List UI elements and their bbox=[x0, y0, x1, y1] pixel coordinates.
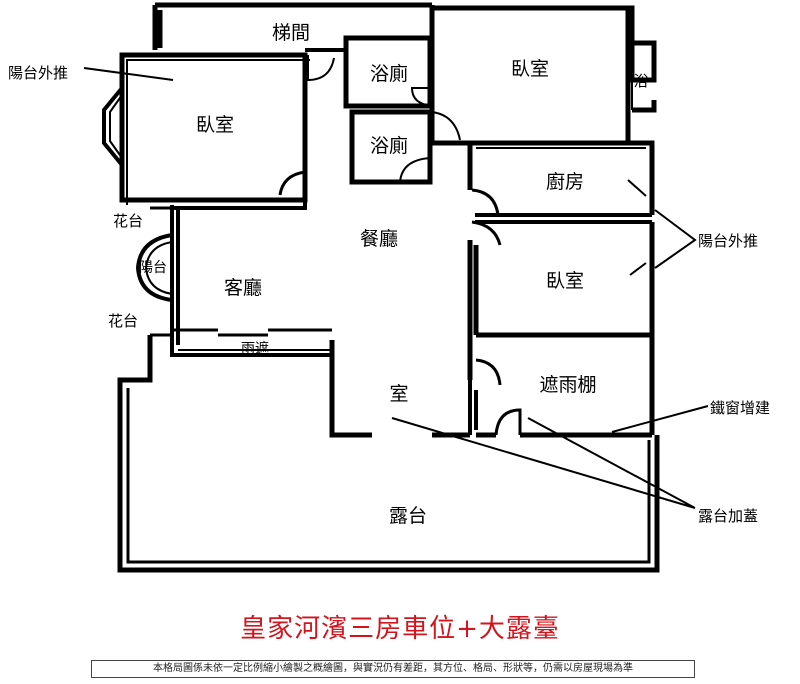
door-bath-upper bbox=[410, 87, 433, 107]
wall-room-middle bbox=[329, 340, 652, 438]
planter-bottom bbox=[150, 300, 174, 337]
label-kitchen: 廚房 bbox=[546, 170, 584, 193]
annot-iron-window: 鐵窗增建 bbox=[710, 399, 770, 417]
wall-kitchen-bottom bbox=[475, 213, 652, 224]
door-awning bbox=[494, 408, 522, 436]
door-stair bbox=[307, 55, 335, 82]
label-bedroom-right: 臥室 bbox=[546, 270, 584, 292]
annot-balcony-push-left: 陽台外推 bbox=[8, 64, 68, 82]
label-terrace: 露台 bbox=[389, 505, 427, 527]
leader-iron-window bbox=[611, 405, 709, 433]
floor-plan: 梯間 浴廁 浴廁 臥室 臥室 浴 廚房 餐廳 客廳 臥室 陽台 雨遮 室 遮雨棚… bbox=[8, 2, 770, 573]
door-middle-room bbox=[475, 358, 502, 386]
leader-balcony-right bbox=[654, 209, 697, 269]
label-bath-partial: 浴 bbox=[633, 72, 648, 90]
wall-kitchen bbox=[467, 140, 655, 215]
label-awning: 遮雨棚 bbox=[539, 374, 596, 396]
label-balcony-small: 陽台 bbox=[139, 260, 167, 276]
annot-planter-bottom: 花台 bbox=[108, 312, 138, 330]
wall-bedroom-right bbox=[467, 222, 655, 380]
leader-terrace-cover bbox=[391, 417, 696, 509]
label-rain-cover: 雨遮 bbox=[241, 341, 269, 357]
planter-top bbox=[150, 206, 174, 232]
label-stairwell: 梯間 bbox=[272, 22, 310, 44]
door-bath-lower bbox=[399, 157, 431, 183]
label-bath-upper: 浴廁 bbox=[370, 62, 408, 85]
leader-balcony-left bbox=[83, 67, 174, 81]
wall-living bbox=[170, 200, 307, 350]
annot-balcony-push-right: 陽台外推 bbox=[698, 232, 758, 250]
label-bath-lower: 浴廁 bbox=[370, 134, 408, 157]
label-bedroom-left: 臥室 bbox=[196, 114, 234, 136]
wall-terrace bbox=[117, 335, 660, 573]
wall-bedroom-left bbox=[119, 52, 308, 203]
door-bedroom-right bbox=[471, 220, 502, 246]
label-room-middle: 室 bbox=[389, 383, 408, 405]
wall-bath-lower bbox=[349, 109, 433, 185]
disclaimer: 本格局圖係未依一定比例縮小繪製之概繪圖，與實況仍有差距，其方位、格局、形狀等，仍… bbox=[91, 660, 695, 678]
door-bedroom-left bbox=[278, 170, 306, 196]
annot-terrace-cover: 露台加蓋 bbox=[698, 507, 758, 525]
door-bedroom-top bbox=[431, 111, 461, 141]
balcony-small bbox=[135, 233, 173, 302]
bay-window bbox=[102, 86, 124, 167]
label-living: 客廳 bbox=[224, 277, 262, 299]
door-kitchen bbox=[471, 188, 500, 216]
annot-planter-top: 花台 bbox=[113, 212, 143, 230]
plan-title: 皇家河濱三房車位+大露臺 bbox=[240, 614, 560, 644]
label-bedroom-top: 臥室 bbox=[511, 58, 549, 80]
label-dining: 餐廳 bbox=[360, 228, 398, 250]
wall-top bbox=[152, 2, 435, 50]
